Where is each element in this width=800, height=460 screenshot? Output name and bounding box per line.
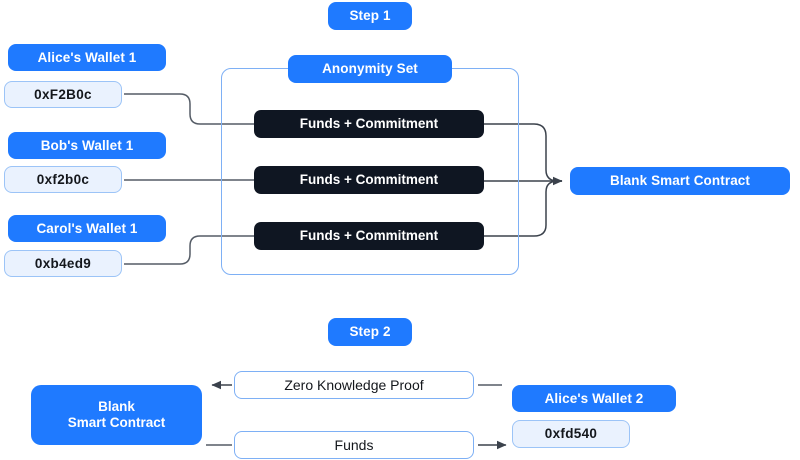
step-1-badge: Step 1 xyxy=(328,2,412,30)
wallet-carol-1-address[interactable]: 0xb4ed9 xyxy=(4,250,122,277)
blank-smart-contract-step1: Blank Smart Contract xyxy=(570,167,790,195)
wallet-alice-2-address[interactable]: 0xfd540 xyxy=(512,420,630,448)
wallet-alice-1-label: Alice's Wallet 1 xyxy=(8,44,166,71)
commitment-bar-3: Funds + Commitment xyxy=(254,222,484,250)
commitment-bar-1: Funds + Commitment xyxy=(254,110,484,138)
zero-knowledge-proof-box: Zero Knowledge Proof xyxy=(234,371,474,399)
blank-smart-contract-step2: Blank Smart Contract xyxy=(31,385,202,445)
anonymity-set-label: Anonymity Set xyxy=(288,55,452,83)
wallet-alice-1-address[interactable]: 0xF2B0c xyxy=(4,81,122,108)
wallet-alice-2-label: Alice's Wallet 2 xyxy=(512,385,676,412)
wallet-bob-1-label: Bob's Wallet 1 xyxy=(8,132,166,159)
wallet-bob-1-address[interactable]: 0xf2b0c xyxy=(4,166,122,193)
funds-box: Funds xyxy=(234,431,474,459)
commitment-bar-2: Funds + Commitment xyxy=(254,166,484,194)
step-2-badge: Step 2 xyxy=(328,318,412,346)
wallet-carol-1-label: Carol's Wallet 1 xyxy=(8,215,166,242)
